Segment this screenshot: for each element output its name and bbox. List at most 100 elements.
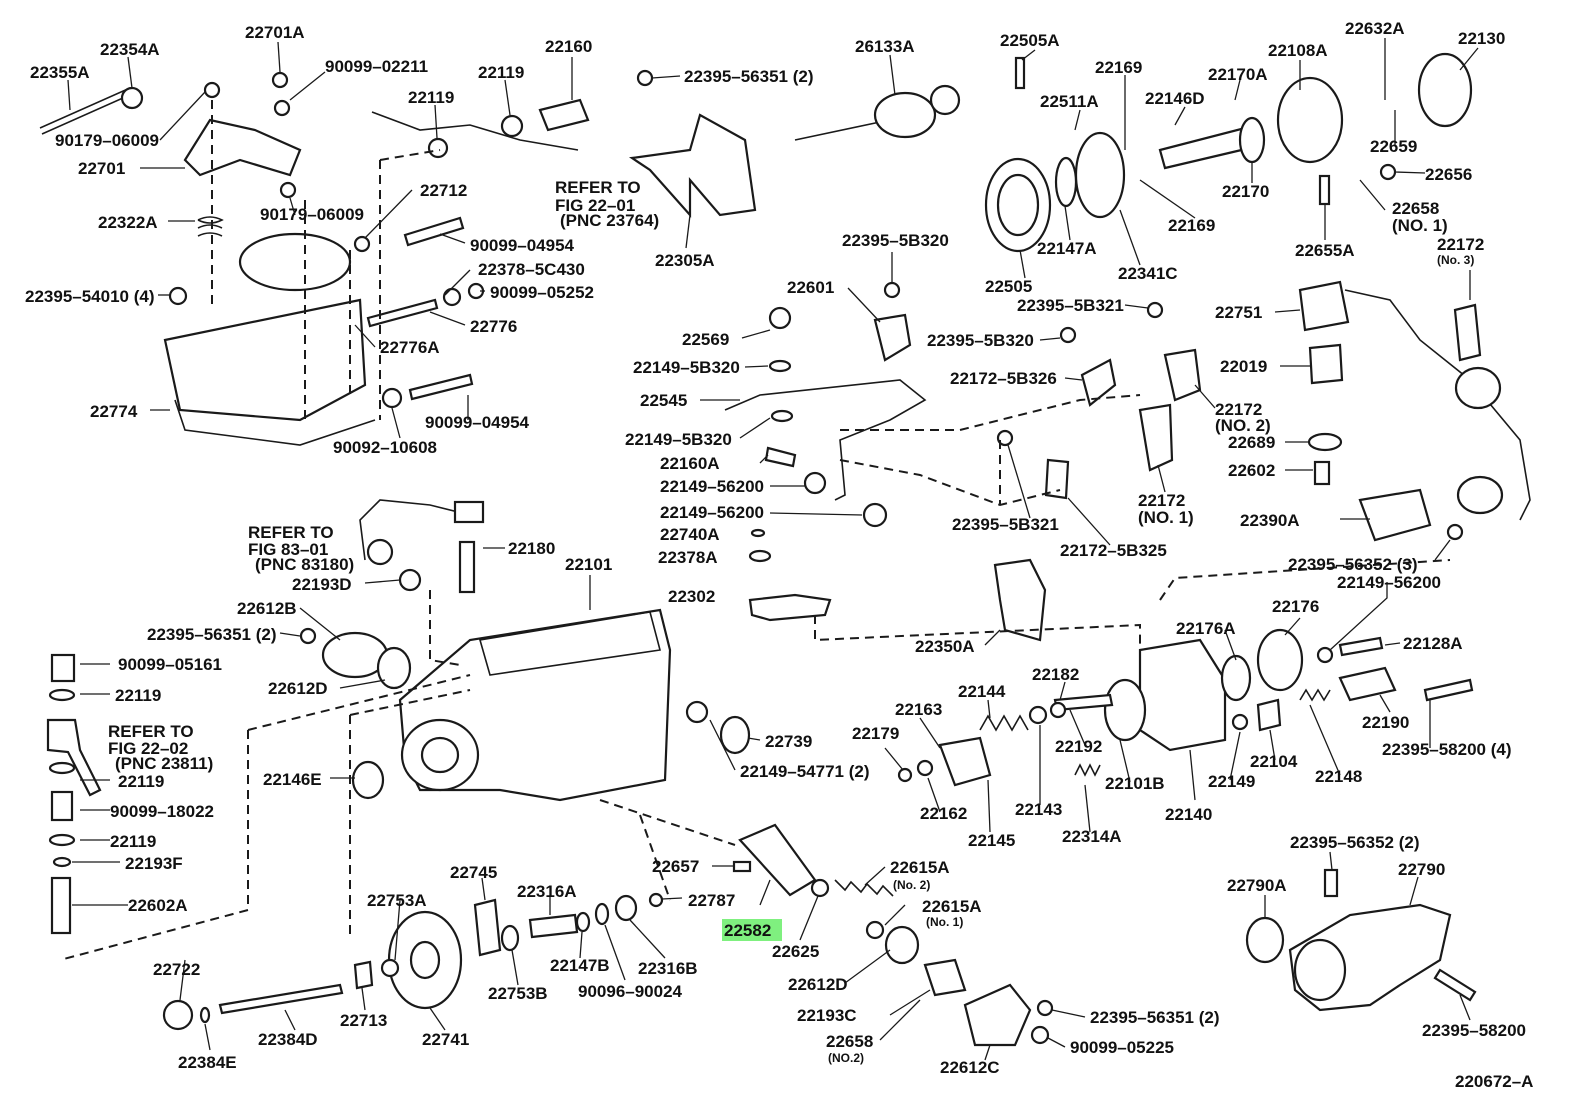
label-90099-05225[interactable]: 90099–05225 [1070, 1038, 1174, 1057]
label-22193F[interactable]: 22193F [125, 854, 183, 873]
label-22176A[interactable]: 22176A [1176, 619, 1236, 638]
label-22108A[interactable]: 22108A [1268, 41, 1328, 60]
label-22316A[interactable]: 22316A [517, 882, 577, 901]
label-22305A[interactable]: 22305A [655, 251, 715, 270]
label-22615A-no1[interactable]: 22615A [922, 897, 982, 916]
label-22615A-no1-sub[interactable]: (No. 1) [926, 915, 963, 929]
label-22753B[interactable]: 22753B [488, 984, 548, 1003]
label-22119-a[interactable]: 22119 [478, 63, 524, 82]
label-22172-5B326[interactable]: 22172–5B326 [950, 369, 1057, 388]
label-22170A[interactable]: 22170A [1208, 65, 1268, 84]
label-22569[interactable]: 22569 [682, 330, 729, 349]
label-22172-no1-sub[interactable]: (NO. 1) [1138, 508, 1194, 527]
label-22776[interactable]: 22776 [470, 317, 517, 336]
label-90179-06009-a[interactable]: 90179–06009 [55, 131, 159, 150]
label-22615A-no2-sub[interactable]: (No. 2) [893, 878, 930, 892]
label-22390A[interactable]: 22390A [1240, 511, 1300, 530]
label-22101B[interactable]: 22101B [1105, 774, 1165, 793]
label-22632A[interactable]: 22632A [1345, 19, 1405, 38]
label-22751[interactable]: 22751 [1215, 303, 1262, 322]
label-22545[interactable]: 22545 [640, 391, 687, 410]
label-90099-05161[interactable]: 90099–05161 [118, 655, 222, 674]
label-22172-no3-sub[interactable]: (No. 3) [1437, 253, 1474, 267]
label-22149-56200-b[interactable]: 22149–56200 [660, 503, 764, 522]
label-22143[interactable]: 22143 [1015, 800, 1062, 819]
label-22655A[interactable]: 22655A [1295, 241, 1355, 260]
label-22625[interactable]: 22625 [772, 942, 819, 961]
label-90099-05252[interactable]: 90099–05252 [490, 283, 594, 302]
label-22149-54771[interactable]: 22149–54771 (2) [740, 762, 870, 781]
label-22145[interactable]: 22145 [968, 831, 1015, 850]
label-22149-56200-a[interactable]: 22149–56200 [660, 477, 764, 496]
label-refer-22-02-c[interactable]: (PNC 23811) [115, 754, 213, 773]
label-22316B[interactable]: 22316B [638, 959, 698, 978]
label-22615A-no2[interactable]: 22615A [890, 858, 950, 877]
label-22140[interactable]: 22140 [1165, 805, 1212, 824]
label-22395-54010[interactable]: 22395–54010 (4) [25, 287, 155, 306]
label-22505A[interactable]: 22505A [1000, 31, 1060, 50]
label-22149-5B320-a[interactable]: 22149–5B320 [633, 358, 740, 377]
label-22180[interactable]: 22180 [508, 539, 555, 558]
label-22774[interactable]: 22774 [90, 402, 138, 421]
label-22658-no1[interactable]: 22658 [1392, 199, 1439, 218]
label-90099-18022[interactable]: 90099–18022 [110, 802, 214, 821]
label-22148[interactable]: 22148 [1315, 767, 1362, 786]
label-22602A[interactable]: 22602A [128, 896, 188, 915]
label-22146E[interactable]: 22146E [263, 770, 322, 789]
label-22612D[interactable]: 22612D [268, 679, 328, 698]
label-22119-l2[interactable]: 22119 [118, 772, 164, 791]
label-22582[interactable]: 22582 [724, 921, 771, 940]
label-22656[interactable]: 22656 [1425, 165, 1472, 184]
label-22395-56352-b[interactable]: 22395–56352 (2) [1290, 833, 1420, 852]
label-90179-06009-b[interactable]: 90179–06009 [260, 205, 364, 224]
label-22712[interactable]: 22712 [420, 181, 467, 200]
label-refer-22-02-b[interactable]: FIG 22–02 [108, 739, 188, 758]
label-22354A[interactable]: 22354A [100, 40, 160, 59]
label-refer-22-02-a[interactable]: REFER TO [108, 722, 194, 741]
label-22147B[interactable]: 22147B [550, 956, 610, 975]
label-22350A[interactable]: 22350A [915, 637, 975, 656]
label-22395-56351-b[interactable]: 22395–56351 (2) [147, 625, 277, 644]
label-22101[interactable]: 22101 [565, 555, 612, 574]
label-22658-no1-sub[interactable]: (NO. 1) [1392, 216, 1448, 235]
label-22193D[interactable]: 22193D [292, 575, 352, 594]
label-22149-5B320-b[interactable]: 22149–5B320 [625, 430, 732, 449]
label-22701[interactable]: 22701 [78, 159, 125, 178]
label-22162[interactable]: 22162 [920, 804, 967, 823]
label-22395-58200-a[interactable]: 22395–58200 (4) [1382, 740, 1512, 759]
label-22658-no2-sub[interactable]: (NO.2) [828, 1051, 864, 1065]
label-22612C[interactable]: 22612C [940, 1058, 1000, 1077]
label-22019[interactable]: 22019 [1220, 357, 1267, 376]
label-22601[interactable]: 22601 [787, 278, 834, 297]
label-22302[interactable]: 22302 [668, 587, 715, 606]
label-refer-83-01-a[interactable]: REFER TO [248, 523, 334, 542]
label-22144[interactable]: 22144 [958, 682, 1006, 701]
label-22192[interactable]: 22192 [1055, 737, 1102, 756]
label-22182[interactable]: 22182 [1032, 665, 1079, 684]
label-22395-5B321-b[interactable]: 22395–5B321 [952, 515, 1059, 534]
label-22104[interactable]: 22104 [1250, 752, 1298, 771]
label-22160[interactable]: 22160 [545, 37, 592, 56]
label-22740A[interactable]: 22740A [660, 525, 720, 544]
label-22190[interactable]: 22190 [1362, 713, 1409, 732]
label-22741[interactable]: 22741 [422, 1030, 469, 1049]
label-22776A[interactable]: 22776A [380, 338, 440, 357]
label-22176[interactable]: 22176 [1272, 597, 1319, 616]
label-22128A[interactable]: 22128A [1403, 634, 1463, 653]
label-22130[interactable]: 22130 [1458, 29, 1505, 48]
label-22395-5B321-a[interactable]: 22395–5B321 [1017, 296, 1124, 315]
label-22172-no2-sub[interactable]: (NO. 2) [1215, 416, 1271, 435]
label-22739[interactable]: 22739 [765, 732, 812, 751]
label-22722[interactable]: 22722 [153, 960, 200, 979]
label-22172-no1[interactable]: 22172 [1138, 491, 1185, 510]
label-22147A[interactable]: 22147A [1037, 239, 1097, 258]
label-22689[interactable]: 22689 [1228, 433, 1275, 452]
label-22355A[interactable]: 22355A [30, 63, 90, 82]
label-22384E[interactable]: 22384E [178, 1053, 237, 1072]
label-22602[interactable]: 22602 [1228, 461, 1275, 480]
label-22395-5B320-a[interactable]: 22395–5B320 [842, 231, 949, 250]
label-refer-22-01-a[interactable]: REFER TO [555, 178, 641, 197]
label-22163[interactable]: 22163 [895, 700, 942, 719]
label-22322A[interactable]: 22322A [98, 213, 158, 232]
label-22172-no3[interactable]: 22172 [1437, 235, 1484, 254]
